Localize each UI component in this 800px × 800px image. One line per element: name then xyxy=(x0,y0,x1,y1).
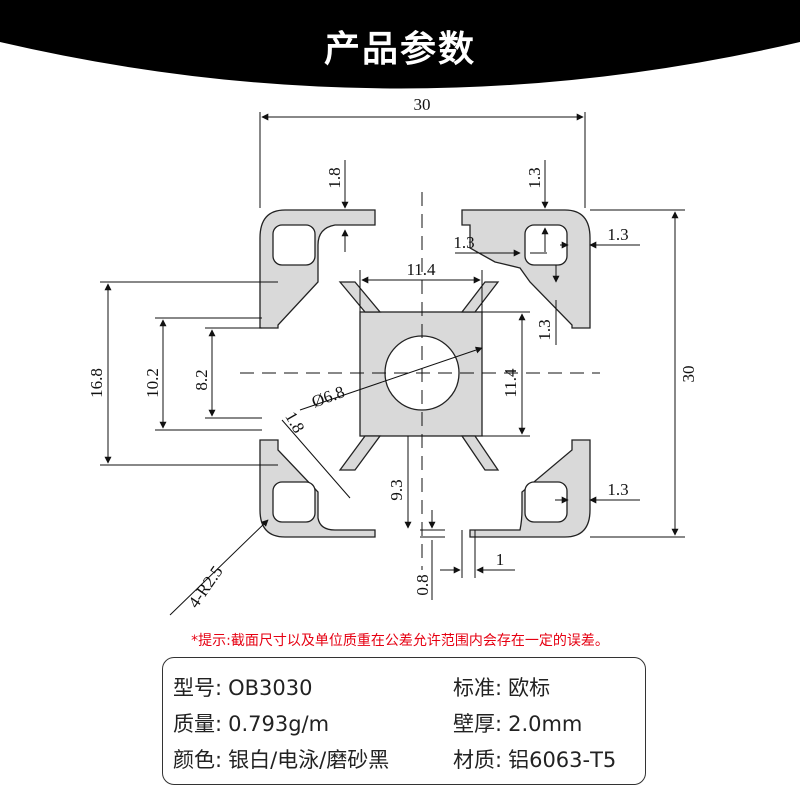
spec-model-value: OB3030 xyxy=(228,676,313,700)
page-title: 产品参数 xyxy=(323,29,476,70)
profile-drawing: 30 30 1.8 1.3 1.3 1.3 1.3 11.4 11.4 16.8… xyxy=(87,95,698,616)
spec-material-value: 铝6063-T5 xyxy=(508,748,617,772)
spec-standard-label: 标准: xyxy=(453,676,503,700)
dim-slot-depth: 9.3 xyxy=(387,479,406,500)
spec-material-label: 材质: xyxy=(453,748,503,772)
dim-wall-right: 1.3 xyxy=(607,225,628,244)
dim-corner-radius: 4-R2.5 xyxy=(184,562,226,611)
header-band xyxy=(0,0,800,89)
dim-groove-depth: 0.8 xyxy=(413,574,432,595)
dim-slot-mid: 10.2 xyxy=(143,368,162,398)
spec-model-label: 型号: xyxy=(173,676,223,700)
dim-wall-bottom-right: 1.3 xyxy=(607,480,628,499)
spec-color-label: 颜色: xyxy=(173,748,223,772)
dim-bore-diameter: Ø6.8 xyxy=(309,382,347,411)
spec-weight-value: 0.793g/m xyxy=(228,712,330,736)
spec-material: 材质:铝6063-T5 xyxy=(453,744,616,774)
dim-groove-width: 1 xyxy=(496,550,505,569)
spec-wall-value: 2.0mm xyxy=(508,712,583,736)
dim-diag-wall: 1.8 xyxy=(281,408,308,436)
spec-standard-value: 欧标 xyxy=(508,676,551,700)
dim-slot-outer: 16.8 xyxy=(87,368,106,398)
dim-height-overall: 30 xyxy=(679,366,698,383)
spec-standard: 标准:欧标 xyxy=(453,672,550,702)
dim-wall-right-vertical: 1.3 xyxy=(535,319,554,340)
spec-table: 型号:OB3030 标准:欧标 质量:0.793g/m 壁厚:2.0mm 颜色:… xyxy=(162,657,646,785)
dim-slot-lip-top: 1.8 xyxy=(325,167,344,188)
spec-weight-label: 质量: xyxy=(173,712,223,736)
spec-weight: 质量:0.793g/m xyxy=(173,708,329,738)
spec-color-value: 银白/电泳/磨砂黑 xyxy=(228,748,390,772)
spec-wall: 壁厚:2.0mm xyxy=(453,708,582,738)
spec-model: 型号:OB3030 xyxy=(173,672,312,702)
tolerance-note: *提示:截面尺寸以及单位质重在公差允许范围内会存在一定的误差。 xyxy=(191,633,609,649)
dim-slot-inner: 8.2 xyxy=(192,369,211,390)
dim-core-height: 11.4 xyxy=(501,368,520,398)
spec-wall-label: 壁厚: xyxy=(453,712,503,736)
dim-wall-left: 1.3 xyxy=(453,233,474,252)
dim-core-width: 11.4 xyxy=(406,260,436,279)
dim-width-overall: 30 xyxy=(414,95,431,114)
dim-lip-right-top: 1.3 xyxy=(525,167,544,188)
spec-color: 颜色:银白/电泳/磨砂黑 xyxy=(173,744,389,774)
